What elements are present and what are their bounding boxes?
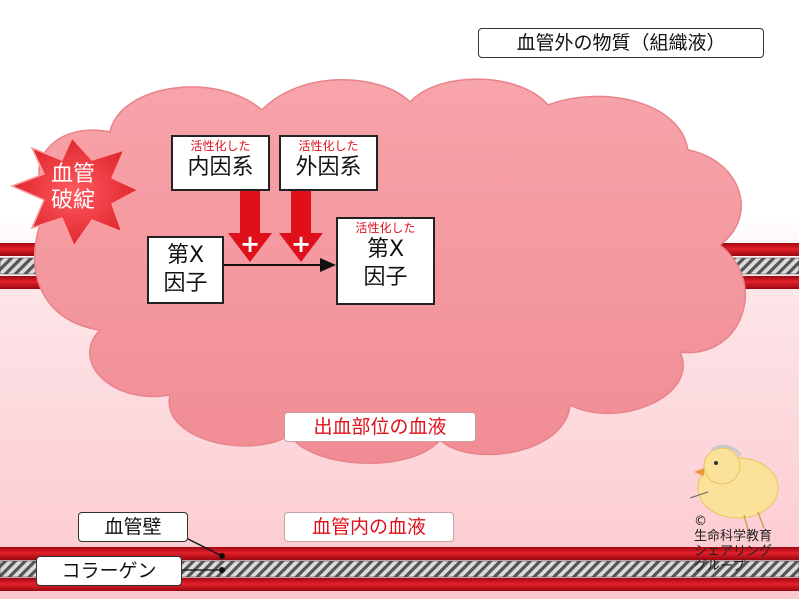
extrinsic-activation-arrow: +: [279, 191, 323, 262]
extrinsic-pathway-name: 外因系: [295, 155, 362, 180]
vessel-rupture-line1: 血管: [50, 162, 95, 187]
intrinsic-pathway-name: 内因系: [187, 155, 254, 180]
vessel-wall-label: 血管壁: [78, 512, 188, 542]
copyright-symbol: ©: [694, 514, 707, 529]
factor-x-box: 第X 因子: [147, 236, 224, 304]
factor-x-line1: 第X: [166, 243, 205, 268]
intrinsic-activation-arrow: +: [228, 191, 272, 262]
factor-x-line2: 因子: [163, 271, 208, 296]
vessel-rupture-label: 血管 破綻: [40, 162, 106, 214]
plus-icon: +: [291, 230, 311, 258]
outside-substance-label: 血管外の物質（組織液）: [478, 28, 764, 58]
bleeding-site-label: 出血部位の血液: [284, 412, 476, 442]
copyright-line1: 生命科学教育: [694, 529, 773, 544]
plus-icon: +: [240, 230, 260, 258]
extrinsic-pathway-box: 活性化した 外因系: [279, 135, 378, 191]
vessel-wall-leader: [185, 537, 223, 557]
conversion-arrow: [224, 258, 336, 272]
mascot-chick-icon: [689, 444, 779, 531]
rupture-burst: [10, 136, 140, 248]
copyright-line2: シェアリング: [694, 544, 773, 559]
activated-factor-x-box: 活性化した 第X 因子: [336, 217, 435, 305]
activated-factor-x-line2: 因子: [363, 265, 408, 290]
vessel-rupture-line2: 破綻: [50, 188, 95, 213]
copyright-line3: グループ: [694, 559, 746, 574]
intrinsic-activated-note: 活性化した: [190, 139, 251, 153]
activated-factor-x-line1: 第X: [366, 237, 405, 262]
inside-vessel-label: 血管内の血液: [284, 512, 454, 542]
collagen-label: コラーゲン: [36, 556, 182, 586]
bottom-vessel: [0, 547, 799, 591]
extrinsic-activated-note: 活性化した: [298, 139, 359, 153]
activated-factor-x-note: 活性化した: [355, 221, 416, 235]
intrinsic-pathway-box: 活性化した 内因系: [171, 135, 270, 191]
copyright-notice: © 生命科学教育 シェアリング グループ: [694, 514, 799, 574]
